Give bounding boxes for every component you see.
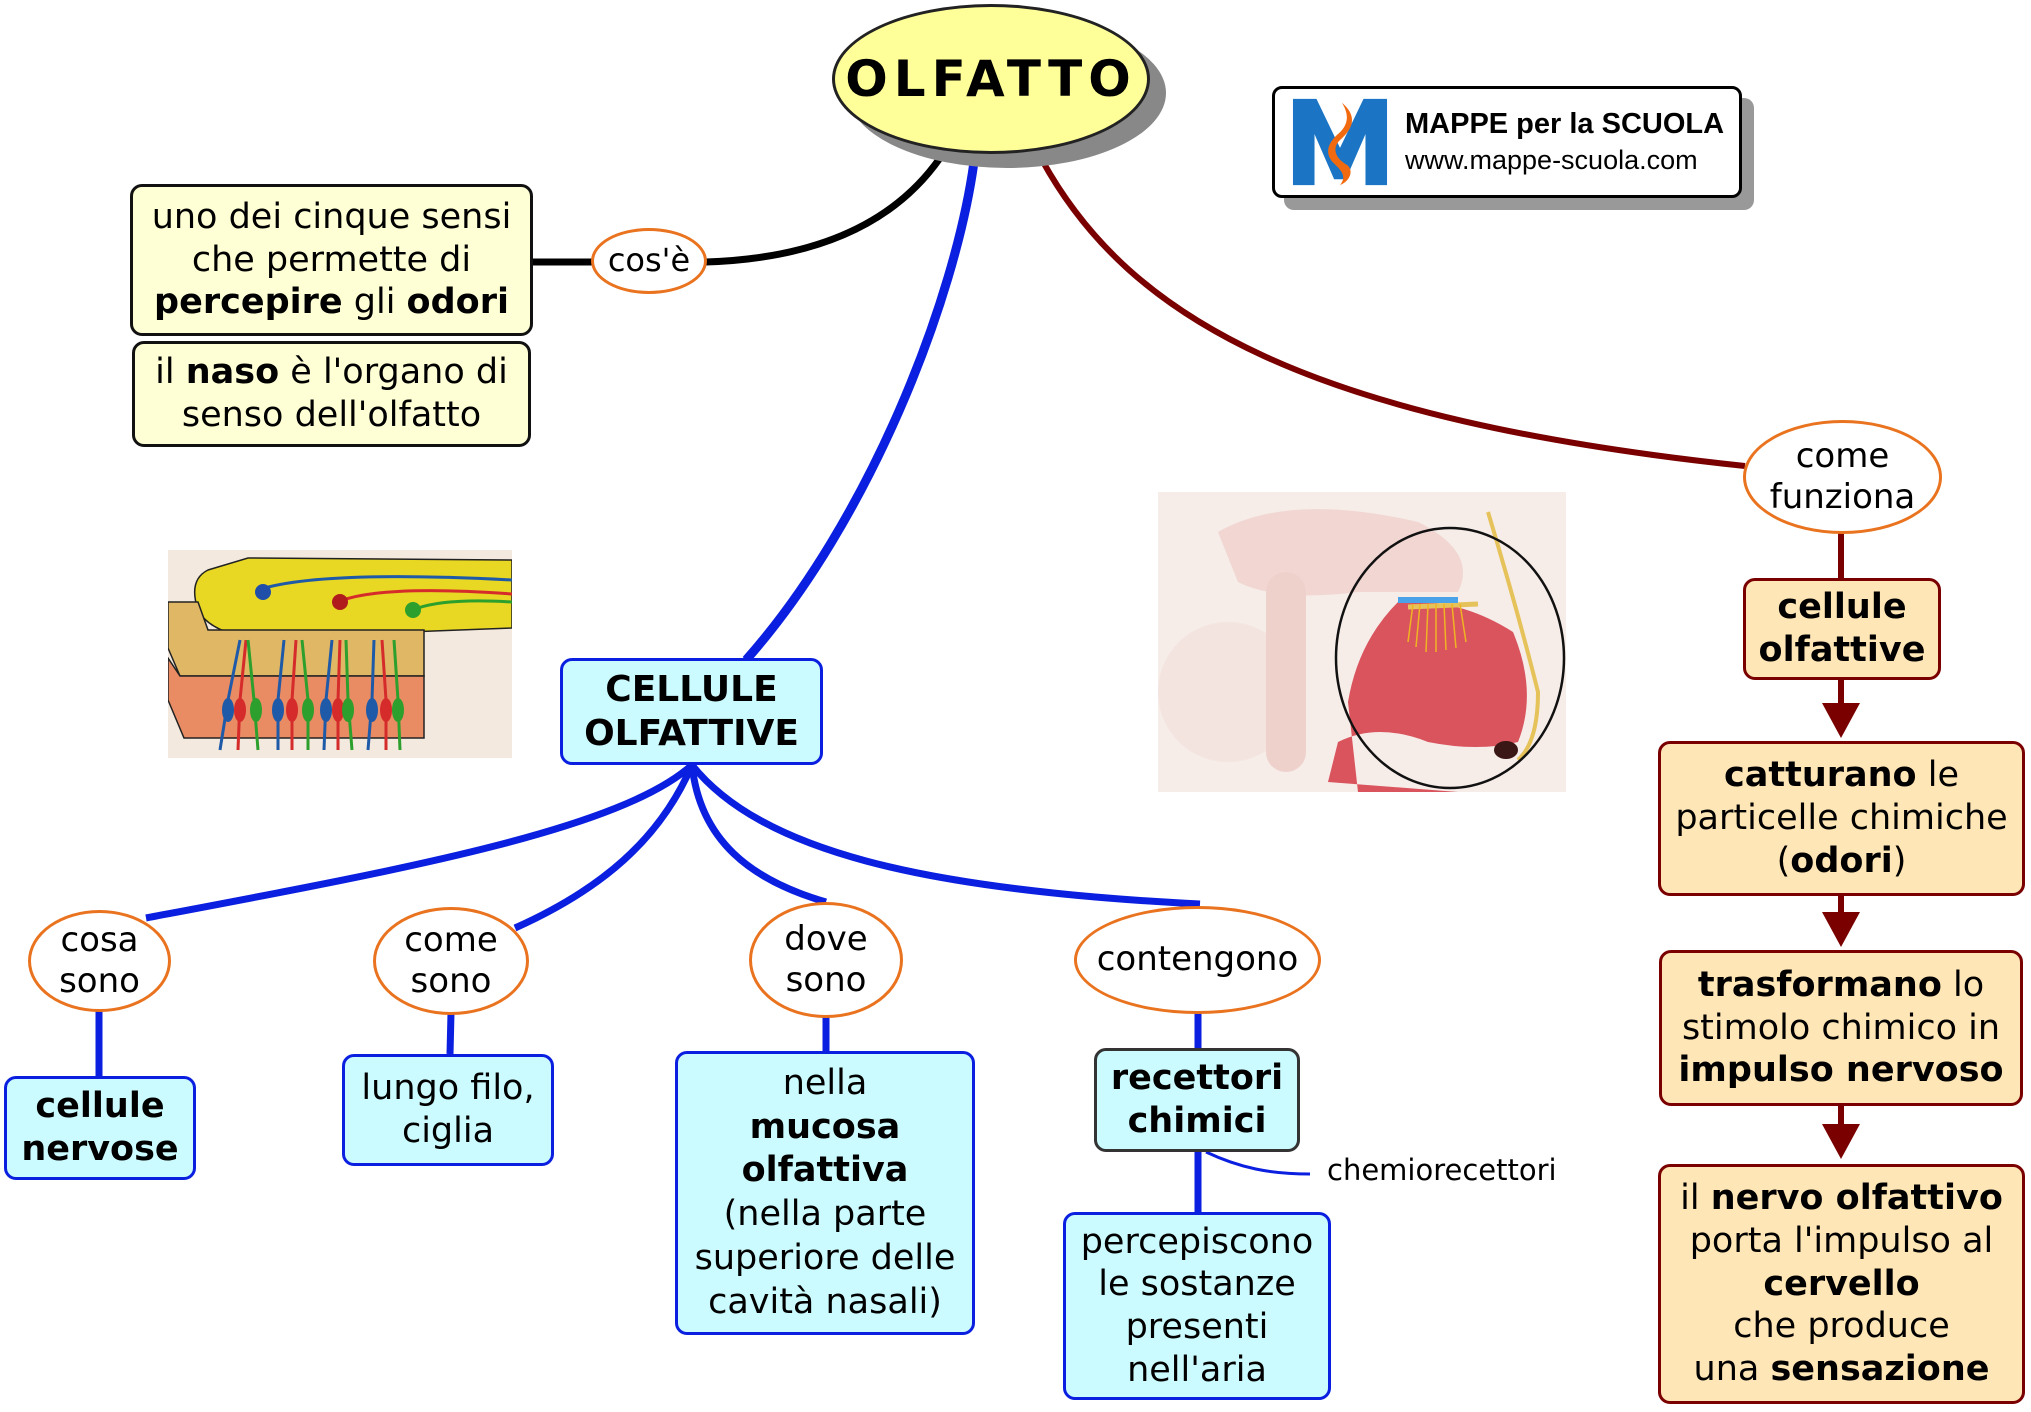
link-root-cellule [742, 161, 979, 663]
step-trasformano[interactable]: trasformano lo stimolo chimico in impuls… [1659, 950, 2023, 1106]
link-cellule-cosa [145, 762, 695, 922]
root-label: OLFATTO [845, 49, 1137, 108]
link-root-funziona [1039, 158, 1746, 469]
content-lungo-filo[interactable]: lungo filo,ciglia [342, 1054, 554, 1166]
arrow-down-icon [1822, 1124, 1860, 1159]
logo-badge[interactable]: MAPPE per la SCUOLA www.mappe-scuola.com [1272, 86, 1742, 198]
logo-title: MAPPE per la SCUOLA [1405, 107, 1725, 140]
root-node[interactable]: OLFATTO [832, 4, 1150, 154]
link-root-cose [705, 155, 943, 266]
arrow-down-icon [1822, 703, 1860, 738]
content-mucosa-olfattiva[interactable]: nella mucosa olfattiva (nella parte supe… [675, 1051, 975, 1335]
arrow-down-icon [1822, 912, 1860, 947]
link-recettori-synonym [1205, 1150, 1311, 1176]
link-label-contengono[interactable]: contengono [1074, 906, 1321, 1014]
link-cellule-come [513, 763, 696, 932]
olfactory-neurons-illustration [168, 550, 512, 758]
step-nervo-olfattivo[interactable]: il nervo olfattivo porta l'impulso al ce… [1658, 1164, 2025, 1404]
logo-url[interactable]: www.mappe-scuola.com [1405, 145, 1698, 176]
definition-box[interactable]: uno dei cinque sensi che permette di per… [130, 184, 533, 336]
step-catturano[interactable]: catturano le particelle chimiche (odori) [1658, 741, 2025, 896]
logo-m-icon [1292, 98, 1388, 186]
nasal-cavity-illustration [1158, 492, 1566, 792]
link-label-cose[interactable]: cos'è [591, 228, 707, 294]
content-percepiscono[interactable]: percepiscono le sostanze presenti nell'a… [1063, 1212, 1331, 1400]
link-cellule-dove [688, 764, 827, 906]
organ-box[interactable]: il naso è l'organo di senso dell'olfatto [132, 341, 531, 447]
link-come-content [446, 1012, 455, 1055]
highlight-circle [1334, 526, 1566, 790]
link-cellule-contengono [689, 762, 1201, 908]
cellule-olfattive-node[interactable]: CELLULE OLFATTIVE [560, 658, 823, 765]
synonym-chemiorecettori: chemiorecettori [1327, 1153, 1557, 1187]
